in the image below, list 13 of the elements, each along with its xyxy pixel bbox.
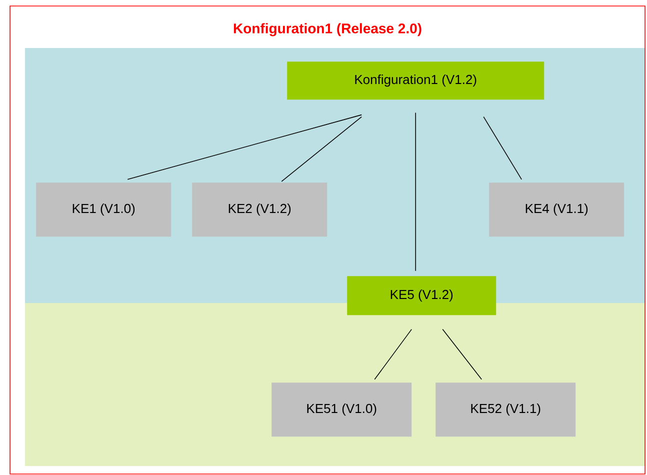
version-box: KE4 (V1.1) — [489, 182, 624, 237]
version-box: KE1 (V1.0) — [36, 182, 172, 237]
connector-line — [374, 328, 412, 380]
connector-line — [281, 116, 362, 182]
connector-line — [483, 116, 522, 180]
version-box: KE52 (V1.1) — [436, 382, 576, 437]
connector-line — [415, 112, 416, 272]
connector-line — [127, 114, 362, 180]
version-box: KE51 (V1.0) — [272, 382, 412, 437]
version-box: Konfiguration1 (V1.2) — [287, 62, 544, 100]
version-box: KE2 (V1.2) — [192, 182, 328, 237]
connector-line — [442, 328, 482, 380]
version-box: KE5 (V1.2) — [347, 276, 496, 316]
